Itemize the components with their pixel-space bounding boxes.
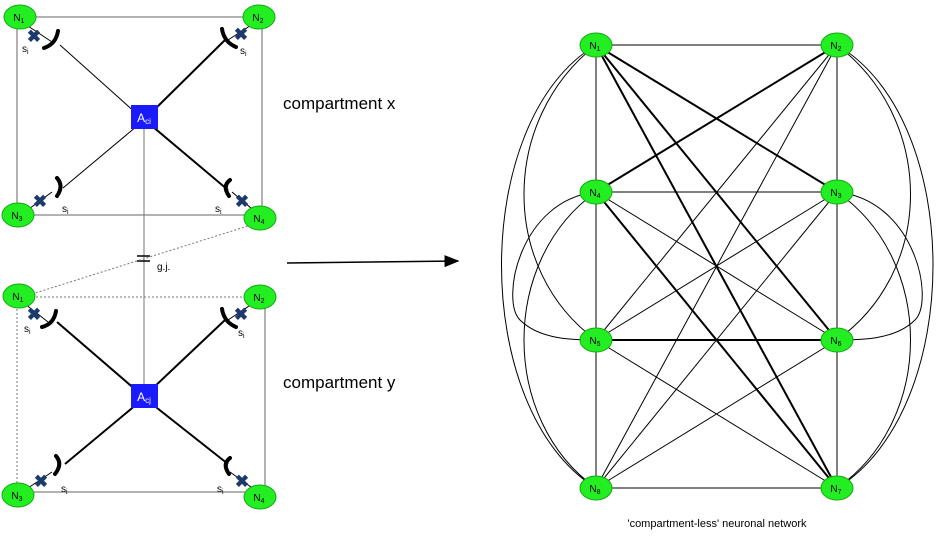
svg-text:N4: N4 xyxy=(589,188,600,200)
neuron-node: N1 xyxy=(579,32,613,58)
svg-text:✖: ✖ xyxy=(27,305,41,324)
svg-text:N2: N2 xyxy=(253,293,264,305)
network-caption: 'compartment-less' neuronal network xyxy=(627,518,807,530)
astrocyte-process xyxy=(151,403,229,465)
synapse-marker: ✖ si xyxy=(34,454,68,496)
svg-text:N7: N7 xyxy=(830,484,841,496)
compartment-y: ✖ si ✖ si ✖ si ✖ si Acj N1 N2 xyxy=(1,283,396,510)
synapse-label: si xyxy=(62,204,69,216)
arrow xyxy=(286,255,460,268)
svg-text:N8: N8 xyxy=(589,484,600,496)
dotted-coupling-line xyxy=(31,225,249,295)
astrocyte-process xyxy=(151,39,226,113)
synapse-label: si xyxy=(215,204,222,216)
neuron-node: N4 xyxy=(243,484,277,510)
svg-text:✖: ✖ xyxy=(34,472,48,491)
svg-text:✖: ✖ xyxy=(234,25,248,44)
astrocyte-label: Acj xyxy=(137,390,151,405)
compartment-y-label: compartment y xyxy=(283,373,396,392)
astrocyte-process xyxy=(64,403,138,465)
neuron-node: N2 xyxy=(820,32,854,58)
svg-text:✖: ✖ xyxy=(33,192,47,211)
astrocyte-process xyxy=(62,125,138,189)
neuron-node: N1 xyxy=(2,283,36,309)
synapse-label: si xyxy=(24,324,31,336)
neuron-node: N8 xyxy=(579,475,613,501)
astrocyte-label: Aci xyxy=(137,111,151,126)
neuron-node: N3 xyxy=(1,202,35,228)
synapse-marker: ✖ si xyxy=(217,456,249,496)
svg-text:N5: N5 xyxy=(589,336,600,348)
compartment-less-network: N1 N2 N4 N3 N5 N6 N8 N7 'comp xyxy=(501,32,934,530)
astrocyte-process xyxy=(151,319,226,390)
synapse-label: si xyxy=(217,484,224,496)
synapse-label: si xyxy=(240,46,247,58)
neuron-node: N6 xyxy=(820,327,854,353)
svg-text:N6: N6 xyxy=(830,336,841,348)
svg-text:N1: N1 xyxy=(589,41,600,53)
astrocyte-node xyxy=(131,384,158,408)
neuron-node: N4 xyxy=(243,205,277,231)
compartment-x: ✖ si ✖ si ✖ si ✖ si Aci N1 N2 xyxy=(1,4,396,231)
svg-text:N3: N3 xyxy=(11,211,22,223)
synapse-marker: ✖ si xyxy=(33,176,69,216)
neuron-node: N4 xyxy=(579,179,613,205)
astrocyte-process xyxy=(59,44,138,115)
neuron-node: N2 xyxy=(242,4,276,30)
neuron-node: N5 xyxy=(579,327,613,353)
neuron-node: N2 xyxy=(243,284,277,310)
synapse-marker: ✖ si xyxy=(220,25,248,58)
gap-junction-label: g.j. xyxy=(157,262,170,273)
astrocyte-process xyxy=(56,321,138,392)
neuron-node: N3 xyxy=(1,482,35,508)
neuron-node: N1 xyxy=(3,4,37,30)
gap-junction-links: g.j. xyxy=(16,129,249,486)
synapse-label: si xyxy=(22,44,29,56)
svg-text:N3: N3 xyxy=(830,188,841,200)
svg-text:N3: N3 xyxy=(11,491,22,503)
neuron-node: N7 xyxy=(820,475,854,501)
network-edges xyxy=(501,44,934,489)
svg-text:✖: ✖ xyxy=(235,472,249,491)
compartment-x-label: compartment x xyxy=(283,94,396,113)
neuron-node: N3 xyxy=(820,179,854,205)
svg-text:✖: ✖ xyxy=(234,305,248,324)
svg-text:N4: N4 xyxy=(253,214,264,226)
compartment-x-frame xyxy=(16,16,263,216)
svg-text:N2: N2 xyxy=(252,13,263,25)
synapse-marker: ✖ si xyxy=(24,305,58,336)
svg-text:✖: ✖ xyxy=(235,192,249,211)
svg-text:N2: N2 xyxy=(830,41,841,53)
synapse-label: si xyxy=(238,328,245,340)
synapse-label: si xyxy=(61,484,68,496)
svg-text:N4: N4 xyxy=(253,493,264,505)
astrocyte-node xyxy=(131,105,158,129)
synapse-marker: ✖ si xyxy=(215,178,249,216)
svg-text:✖: ✖ xyxy=(27,27,41,46)
svg-text:N1: N1 xyxy=(13,13,24,25)
svg-text:N1: N1 xyxy=(12,292,23,304)
synapse-marker: ✖ si xyxy=(22,27,60,56)
synapse-marker: ✖ si xyxy=(220,305,248,340)
astrocyte-process xyxy=(151,125,229,191)
